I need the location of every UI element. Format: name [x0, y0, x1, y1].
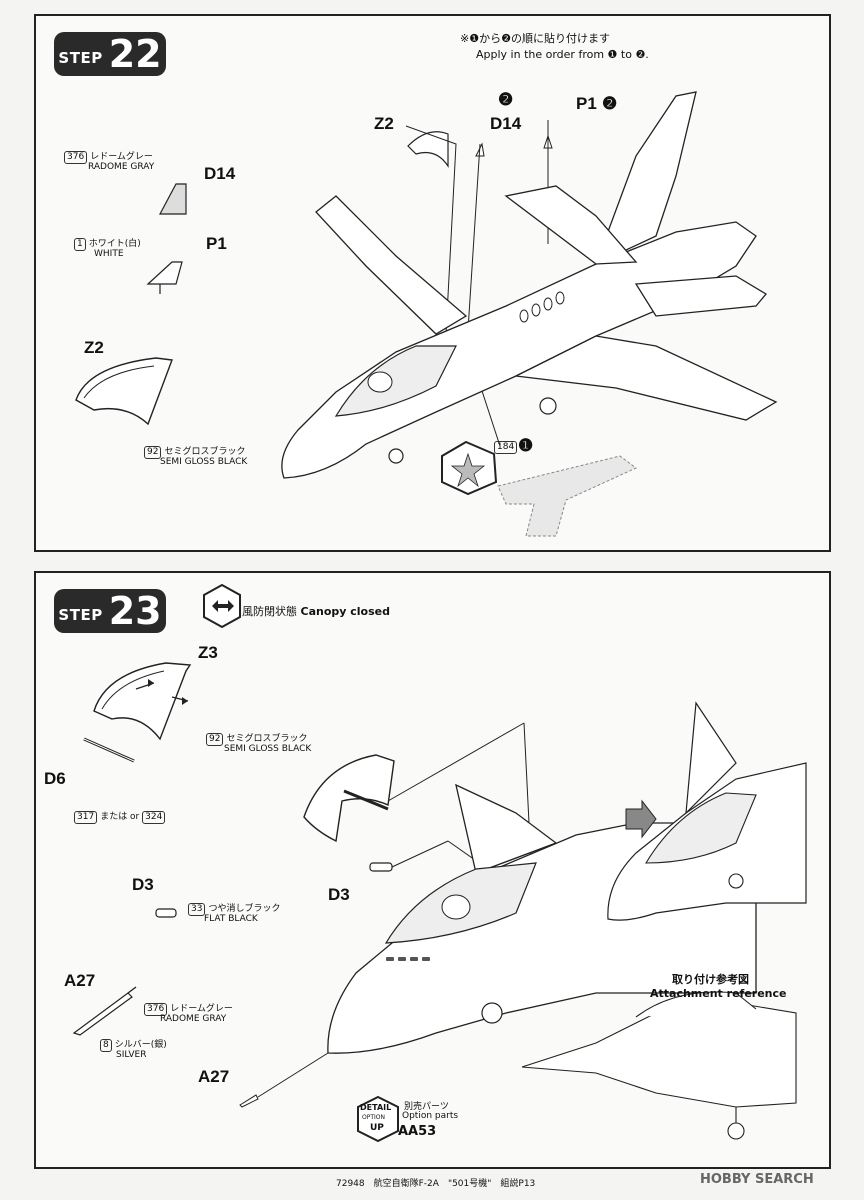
z2-paint-en: SEMI GLOSS BLACK — [160, 457, 248, 467]
a27-paint-en: RADOME GRAY — [160, 1014, 227, 1024]
paint-chip: 376 — [144, 1003, 168, 1016]
right-arrow-icon — [625, 799, 657, 839]
paint-jp: レドームグレー — [170, 1004, 233, 1014]
step-number: 23 — [108, 589, 162, 633]
p1-part-code: P1 — [206, 234, 227, 253]
paint-jp: シルバー(銀) — [114, 1040, 167, 1050]
watermark: HOBBY SEARCH — [700, 1172, 814, 1187]
canopy-note-jp: 風防閉状態 — [242, 605, 297, 618]
d3-part-code: D3 — [132, 875, 154, 894]
step-22-drawing — [75, 91, 778, 537]
paint-jp: つや消しブラック — [208, 904, 281, 914]
badge-top: DETAIL — [360, 1103, 392, 1112]
d14-callout-order: ❷ — [498, 90, 514, 109]
attachment-reference-icon — [521, 991, 797, 1140]
chevron-decal-icon — [497, 455, 637, 537]
step-number: 22 — [108, 32, 162, 76]
paint-chip: 1 — [74, 238, 86, 251]
paint-chip: 33 — [188, 903, 206, 916]
z3-canopy-icon — [93, 662, 192, 741]
z2-canopy-icon — [75, 357, 173, 426]
a27-paint2-en: SILVER — [116, 1050, 147, 1060]
detail-up-badge: DETAIL OPTION UP — [356, 1095, 400, 1143]
d6-part-code: D6 — [44, 769, 66, 788]
reference-jp: 取り付け参考図 — [672, 973, 749, 986]
order-note-en: Apply in the order from ❶ to ❷. — [476, 48, 649, 61]
p1-paint-en: WHITE — [94, 249, 124, 259]
d3-part-icon — [155, 908, 177, 918]
z2-part-code: Z2 — [84, 338, 104, 357]
d14-paint-en: RADOME GRAY — [88, 162, 155, 172]
canopy-note-en: Canopy closed — [300, 605, 391, 618]
step-23-drawing — [72, 583, 807, 1140]
reference-en: Attachment reference — [650, 987, 787, 1000]
step-23-panel: STEP 23 — [34, 571, 831, 1169]
badge-bottom: UP — [370, 1123, 384, 1133]
d3-callout: D3 — [328, 885, 350, 904]
paint-jp: レドームグレー — [90, 152, 153, 162]
d3-paint-en: FLAT BLACK — [204, 914, 258, 924]
step-22-panel: STEP 22 ※❶から❷の順に貼り付けます Apply in the orde… — [34, 14, 831, 552]
paint-chip: 376 — [64, 151, 88, 164]
step-23-badge: STEP 23 — [54, 589, 166, 633]
a27-callout: A27 — [198, 1067, 230, 1086]
d14-callout: D14 — [490, 114, 522, 133]
floating-canopy-icon — [303, 754, 395, 843]
step-word: STEP — [58, 49, 103, 67]
option-code: AA53 — [398, 1124, 437, 1139]
paint-jp: ホワイト(白) — [88, 239, 141, 249]
decal-chip: 184 — [494, 441, 518, 454]
paint-chip: 317 — [74, 811, 98, 824]
z2-floating-part-icon — [407, 131, 449, 168]
step-22-badge: STEP 22 — [54, 32, 166, 76]
d14-part-code: D14 — [204, 164, 236, 183]
aircraft-f2a-icon — [281, 91, 778, 479]
paint-chip: 8 — [100, 1039, 112, 1052]
p1-part-icon — [146, 261, 183, 285]
badge-mid: OPTION — [362, 1114, 385, 1121]
z3-part-code: Z3 — [198, 643, 218, 662]
paint-chip: 92 — [144, 446, 162, 459]
order-note-jp: ※❶から❷の順に貼り付けます — [460, 32, 610, 45]
paint-or: または or — [100, 812, 140, 822]
paint-chip-alt: 324 — [142, 811, 166, 824]
step-word: STEP — [58, 606, 103, 624]
canopy-note: 風防閉状態 Canopy closed — [242, 603, 390, 619]
p1-callout: P1 — [576, 94, 597, 113]
p1-callout-order: ❷ — [602, 94, 618, 113]
a27-part-code: A27 — [64, 971, 96, 990]
option-label-jp: 別売パーツ — [404, 1102, 449, 1112]
page-footer: 72948 航空自衛隊F-2A "501号機" 組説P13 — [336, 1179, 536, 1189]
paint-jp: セミグロスブラック — [164, 447, 246, 457]
option-label-en: Option parts — [402, 1111, 459, 1121]
paint-jp: セミグロスブラック — [226, 734, 308, 744]
z2-callout: Z2 — [374, 114, 394, 133]
a27-part-icon — [72, 992, 133, 1036]
d14-part-icon — [159, 183, 187, 215]
decal-number: 184 — [494, 441, 520, 454]
decal-order: ❶ — [518, 436, 534, 455]
paint-chip: 92 — [206, 733, 224, 746]
z3-paint-en: SEMI GLOSS BLACK — [224, 744, 312, 754]
